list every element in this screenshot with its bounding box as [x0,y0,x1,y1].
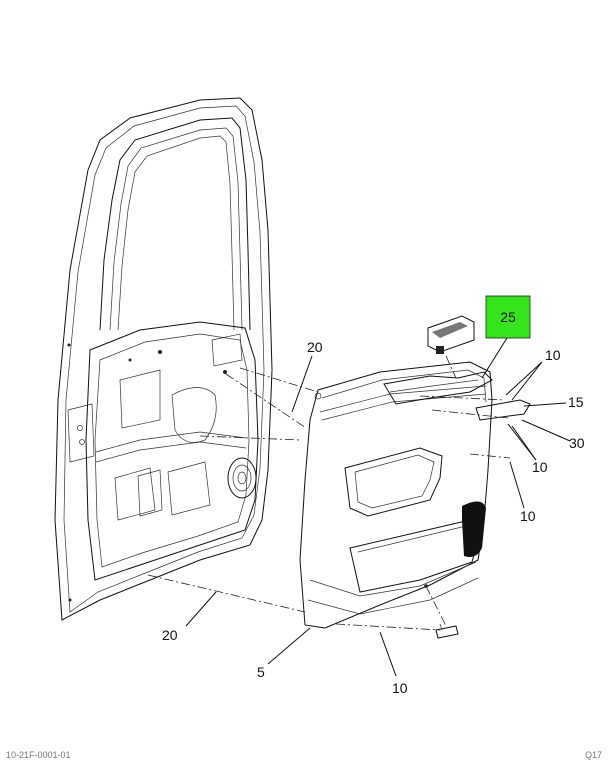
callout-label-20: 20 [162,627,178,643]
callout-label-15: 15 [568,394,584,410]
callout-label-20: 20 [307,339,323,355]
leader-lines [147,337,571,677]
callout-label-5: 5 [257,664,265,680]
window-switch-part [427,315,475,354]
callout-label-10: 10 [520,508,536,524]
grab-handle-part [383,371,493,405]
highlight-callout-25[interactable]: 25 [485,295,531,339]
drawing-reference-number: 10-21F-0001-01 [6,750,71,760]
callout-label-30: 30 [569,435,585,451]
door-inner-frame [54,97,273,621]
callout-label-25: 25 [500,309,516,325]
armrest-trim-strip-part [475,399,531,421]
page-reference: Q17 [584,750,602,760]
callout-label-10: 10 [545,347,561,363]
callout-label-10: 10 [392,680,408,696]
clip-bracket-part [435,623,459,639]
door-trim-panel [299,361,493,629]
callout-label-10: 10 [532,459,548,475]
